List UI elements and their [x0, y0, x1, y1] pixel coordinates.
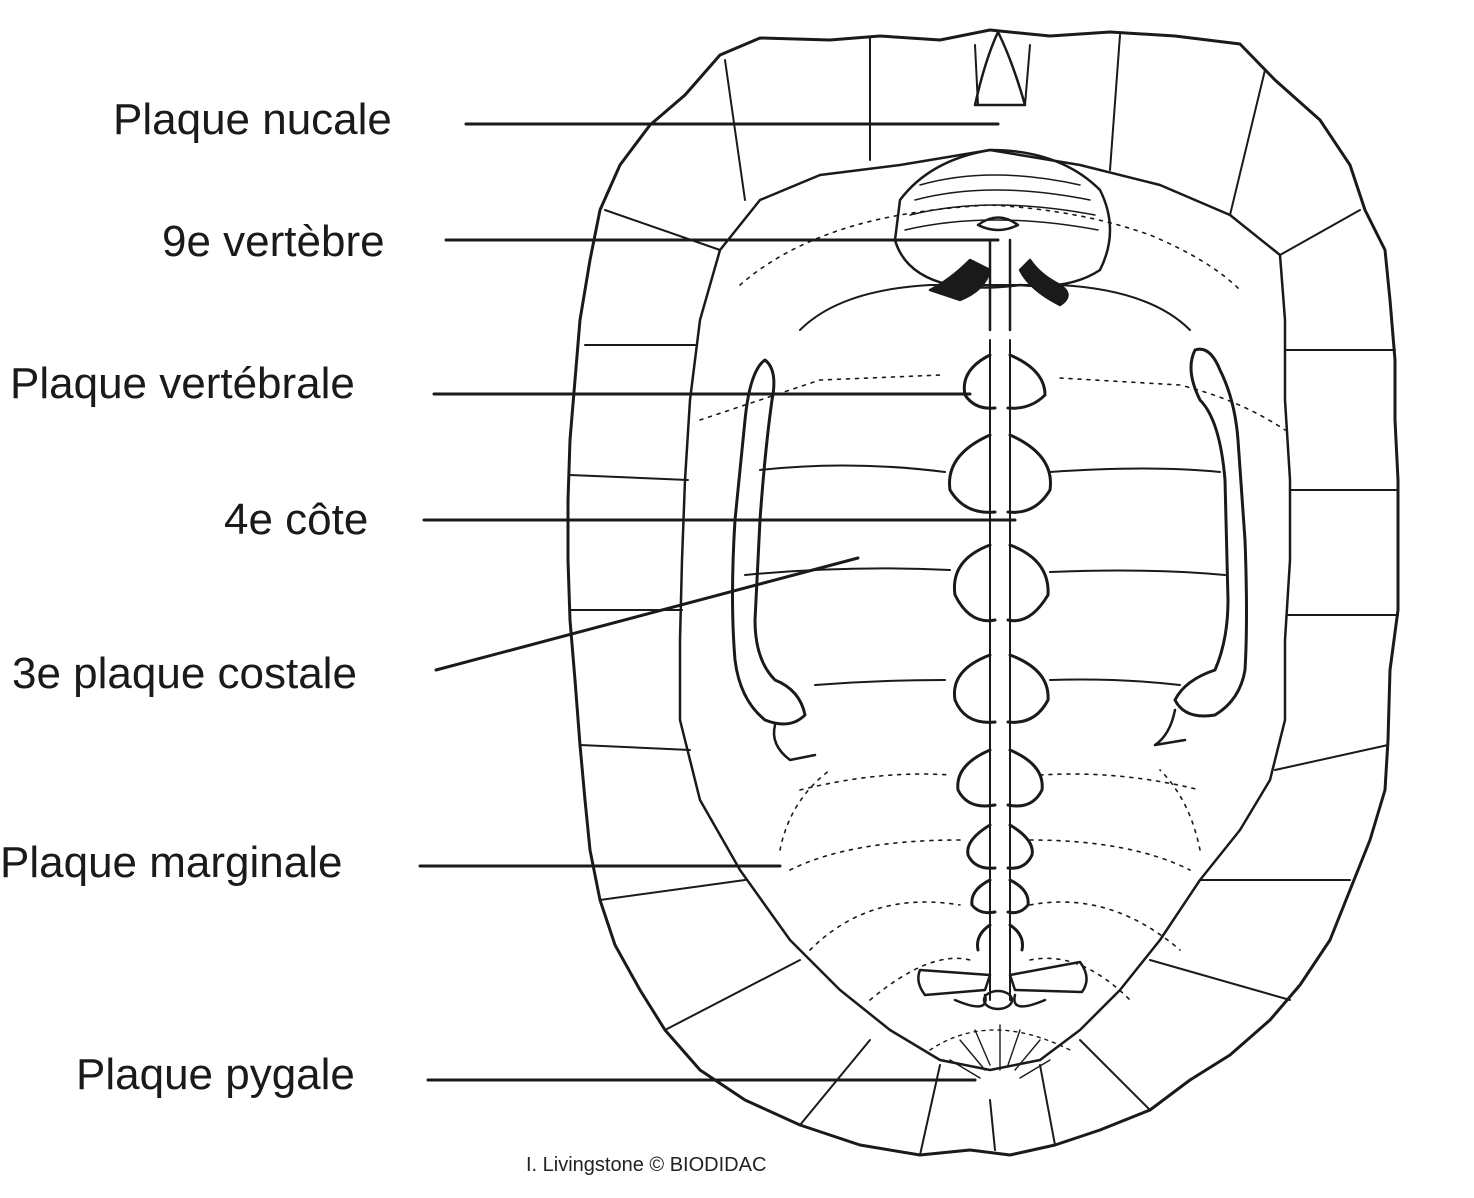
costal-boundaries: [744, 464, 1226, 686]
label-3e-plaque-costale: 3e plaque costale: [12, 649, 357, 698]
inner-cavity: [799, 284, 1191, 331]
right-ridge: [1173, 347, 1248, 718]
right-ridge-hook: [1153, 708, 1187, 747]
label-plaque-vertebrale: Plaque vertébrale: [10, 359, 355, 408]
vertebral-column: [948, 339, 1052, 1001]
pygal-hatch: [929, 1024, 1071, 1079]
marginal-divisions: [569, 34, 1399, 1156]
nuchal-notch: [973, 30, 1027, 107]
left-ridge-hook: [772, 723, 817, 762]
label-plaque-pygale: Plaque pygale: [76, 1050, 355, 1099]
label-4e-cote: 4e côte: [224, 495, 369, 544]
costal-dotted-lines: [699, 204, 1286, 1001]
label-plaque-marginale: Plaque marginale: [0, 838, 343, 887]
shell-outline: [566, 28, 1400, 1157]
label-plaque-nucale: Plaque nucale: [113, 95, 392, 144]
label-9e-vertebre: 9e vertèbre: [162, 217, 385, 266]
left-ridge: [731, 358, 807, 726]
credit-text: I. Livingstone © BIODIDAC: [526, 1154, 767, 1176]
sacral-region: [917, 960, 1088, 1011]
neck-vertebra: [893, 148, 1112, 332]
leader-costale3: [434, 556, 860, 672]
leader-lines: [418, 122, 1017, 1082]
marginal-inner-edge: [678, 148, 1292, 1072]
